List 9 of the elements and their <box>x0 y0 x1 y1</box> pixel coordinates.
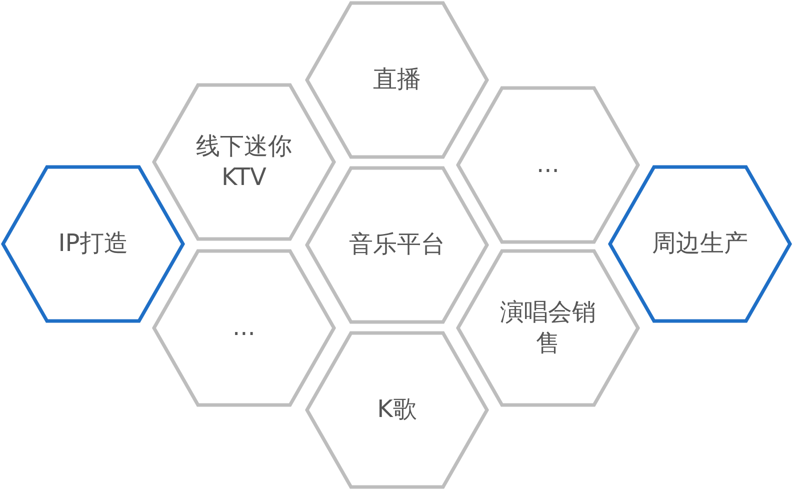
hexagon-label: 音乐平台 <box>349 229 445 260</box>
hexagon-label: 直播 <box>373 64 421 96</box>
hexagon-label: K歌 <box>377 394 417 426</box>
hexagon-label: 线下迷你KTV <box>195 130 293 193</box>
hexagon-label: ... <box>536 149 560 180</box>
hexagon-label: ... <box>232 312 256 344</box>
hexagon-label: IP打造 <box>58 228 128 260</box>
hexagon-label: 周边生产 <box>652 228 748 260</box>
hexagon-label: 演唱会销售 <box>499 296 597 359</box>
